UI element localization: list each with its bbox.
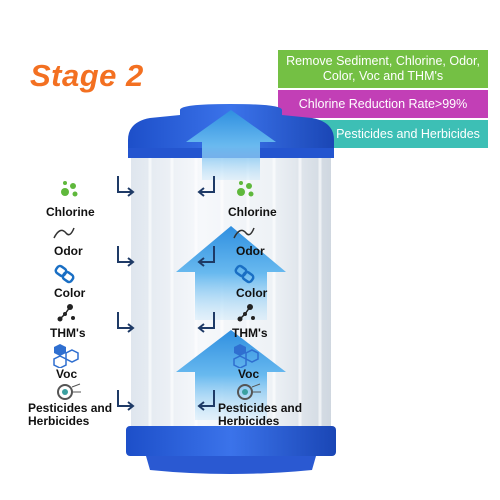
pesticides-icon [57,383,81,400]
thms-icon [237,304,255,322]
label-voc-left: Voc [56,367,78,381]
arrow-up-top [186,110,276,180]
chlorine-icon [61,181,78,197]
label-thms-right: THM's [232,326,268,340]
voc-icon [233,344,259,368]
label-voc-right: Voc [238,367,260,381]
bottom-cap [126,426,336,456]
label-chlorine-left: Chlorine [46,205,95,219]
label-pesticides-left-1: Pesticides and [28,401,113,415]
chlorine-icon [237,181,254,197]
label-color-left: Color [54,286,86,300]
color-icon [234,264,255,284]
arrow-up-middle [176,226,286,320]
label-pesticides-right-1: Pesticides and [218,401,303,415]
badge-chlorine-reduction: Chlorine Reduction Rate>99% [278,90,488,118]
label-pesticides-right-2: Herbicides [218,414,280,428]
label-chlorine-right: Chlorine [228,205,277,219]
odor-icon [233,227,255,239]
label-odor-left: Odor [54,244,83,258]
label-color-right: Color [236,286,268,300]
pesticides-icon [237,383,261,400]
voc-icon [53,344,79,368]
stage-title: Stage 2 [30,58,144,93]
label-pesticides-left-2: Herbicides [28,414,90,428]
label-odor-right: Odor [236,244,265,258]
label-thms-left: THM's [50,326,86,340]
odor-icon [53,227,75,239]
color-icon [54,264,75,284]
badge-remove-sediment: Remove Sediment, Chlorine, Odor, Color, … [278,50,488,88]
thms-icon [57,304,75,322]
